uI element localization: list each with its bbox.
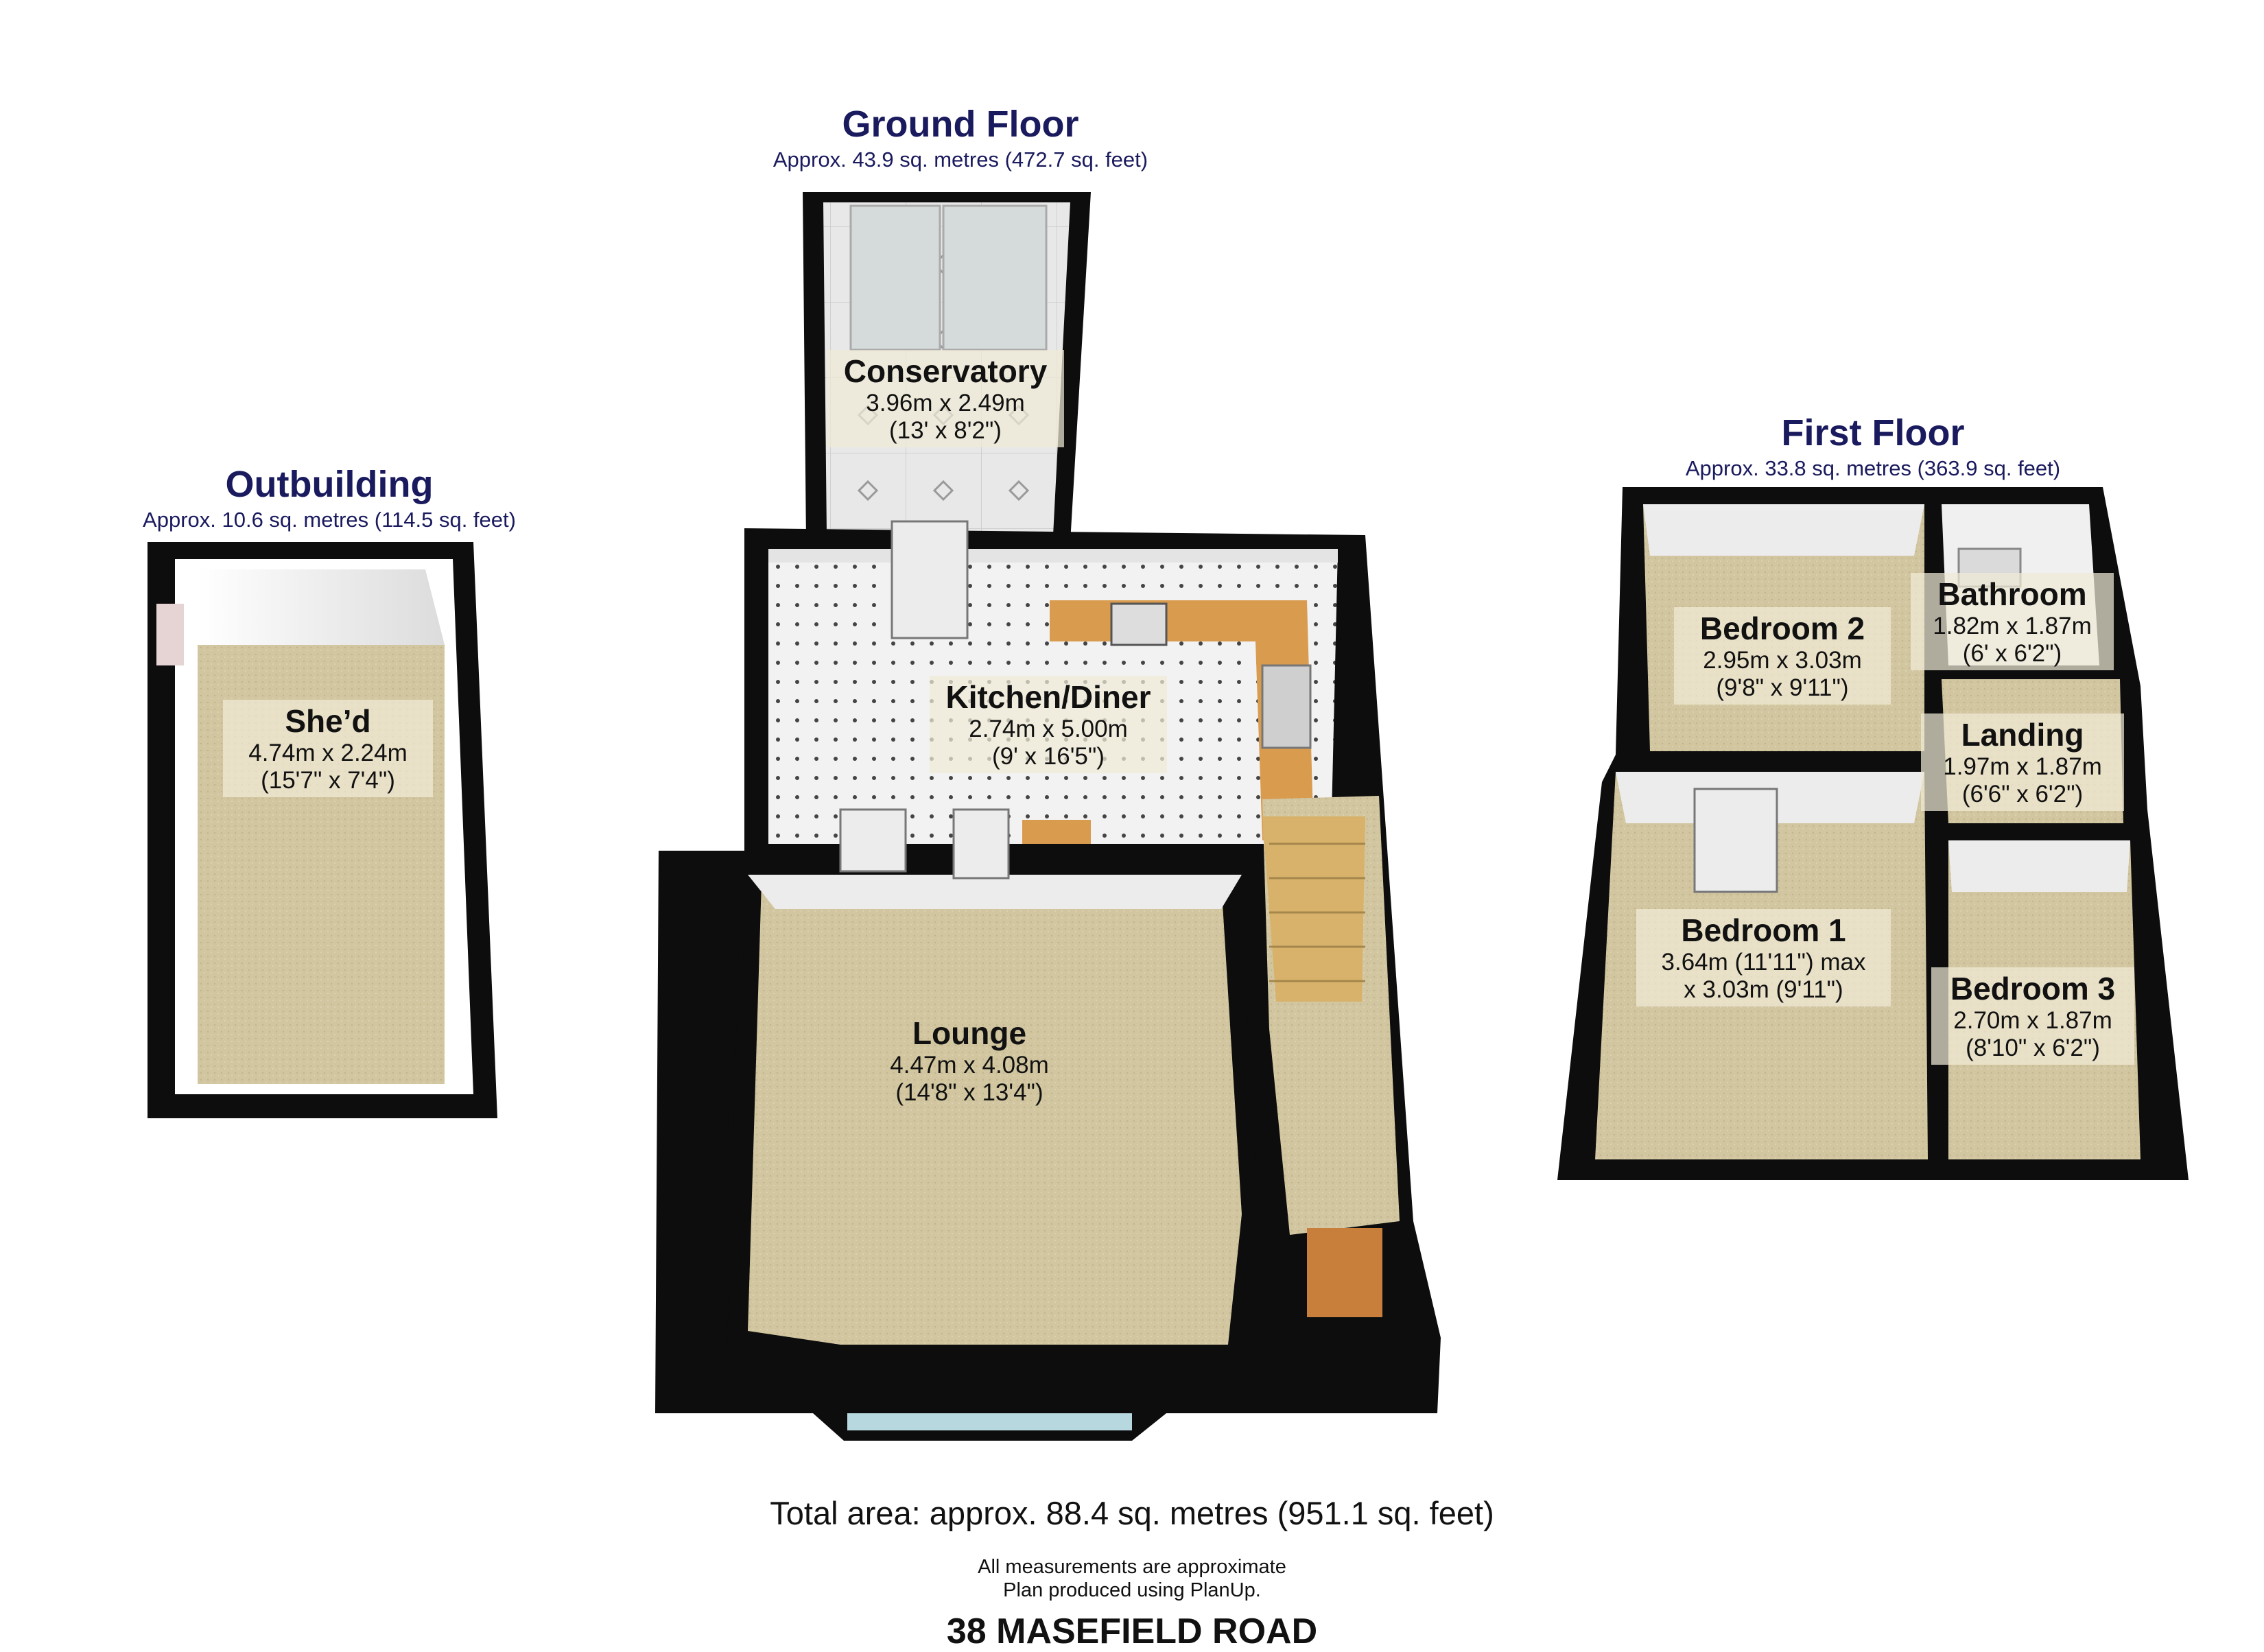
ground-floor-area: Approx. 43.9 sq. metres (472.7 sq. feet): [773, 148, 1148, 172]
room-dimensions-imperial: (6' x 6'2"): [1962, 640, 2062, 667]
room-name: Bedroom 2: [1699, 611, 1865, 646]
room-name: Lounge: [912, 1015, 1027, 1051]
measurement-note: All measurements are approximate: [978, 1556, 1286, 1578]
room-dimensions-metric: 2.70m x 1.87m: [1953, 1007, 2112, 1034]
bay-window-icon: [847, 1413, 1132, 1430]
room-dimensions-metric: 2.74m x 5.00m: [969, 716, 1128, 742]
wardrobe-door-icon: [1693, 788, 1778, 893]
room-dimensions-imperial: x 3.03m (9'11"): [1684, 976, 1843, 1003]
total-area: Total area: approx. 88.4 sq. metres (951…: [770, 1495, 1494, 1531]
room-label-shed: She’d 4.74m x 2.24m (15'7" x 7'4"): [223, 700, 433, 797]
room-label-bedroom-1: Bedroom 1 3.64m (11'11") max x 3.03m (9'…: [1636, 909, 1891, 1006]
front-door-icon: [1307, 1228, 1382, 1317]
first-floor-title: First Floor: [1781, 412, 1965, 453]
outbuilding-title: Outbuilding: [225, 464, 434, 505]
sink-icon: [1261, 664, 1312, 749]
room-dimensions-metric: 2.95m x 3.03m: [1703, 647, 1862, 674]
room-label-bedroom-3: Bedroom 3 2.70m x 1.87m (8'10" x 6'2"): [1931, 967, 2134, 1065]
room-dimensions-metric: 1.97m x 1.87m: [1943, 753, 2102, 780]
room-name: Landing: [1961, 717, 2084, 753]
outbuilding-area: Approx. 10.6 sq. metres (114.5 sq. feet): [143, 508, 516, 532]
room-name: Kitchen/Diner: [945, 679, 1151, 715]
room-label-bedroom-2: Bedroom 2 2.95m x 3.03m (9'8" x 9'11"): [1674, 607, 1891, 705]
first-floor-area: Approx. 33.8 sq. metres (363.9 sq. feet): [1685, 456, 2061, 480]
room-label-kitchen: Kitchen/Diner 2.74m x 5.00m (9' x 16'5"): [930, 676, 1167, 773]
ground-floor-title: Ground Floor: [842, 104, 1079, 145]
bifold-door-icon: [891, 520, 969, 639]
room-dimensions-metric: 4.47m x 4.08m: [890, 1052, 1049, 1078]
software-note: Plan produced using PlanUp.: [1003, 1579, 1261, 1601]
shed-window-icon: [156, 604, 184, 665]
room-name: Conservatory: [843, 353, 1048, 389]
room-dimensions-metric: 4.74m x 2.24m: [248, 740, 408, 766]
room-dimensions-imperial: (14'8" x 13'4"): [895, 1079, 1043, 1106]
property-address: 38 MASEFIELD ROAD: [946, 1612, 1318, 1651]
room-dimensions-imperial: (8'10" x 6'2"): [1966, 1035, 2100, 1061]
room-dimensions-imperial: (9'8" x 9'11"): [1716, 674, 1849, 701]
room-label-lounge: Lounge 4.47m x 4.08m (14'8" x 13'4"): [851, 1012, 1088, 1109]
internal-door-icon: [952, 808, 1010, 880]
room-dimensions-imperial: (13' x 8'2"): [889, 417, 1002, 444]
room-dimensions-metric: 3.64m (11'11") max: [1661, 949, 1866, 976]
room-name: She’d: [285, 703, 371, 739]
room-dimensions-imperial: (15'7" x 7'4"): [261, 767, 395, 794]
room-label-bathroom: Bathroom 1.82m x 1.87m (6' x 6'2"): [1911, 573, 2114, 670]
room-dimensions-metric: 3.96m x 2.49m: [866, 390, 1025, 416]
room-name: Bedroom 3: [1950, 971, 2116, 1006]
outbuilding-plan: [148, 542, 497, 1118]
internal-door-icon: [839, 808, 907, 873]
hob-icon: [1110, 602, 1168, 646]
room-dimensions-metric: 1.82m x 1.87m: [1933, 613, 2092, 639]
room-name: Bedroom 1: [1681, 912, 1846, 948]
room-label-landing: Landing 1.97m x 1.87m (6'6" x 6'2"): [1921, 713, 2124, 811]
room-dimensions-imperial: (6'6" x 6'2"): [1961, 781, 2084, 807]
room-label-conservatory: Conservatory 3.96m x 2.49m (13' x 8'2"): [827, 350, 1064, 447]
room-dimensions-imperial: (9' x 16'5"): [992, 743, 1105, 770]
room-name: Bathroom: [1937, 576, 2087, 612]
